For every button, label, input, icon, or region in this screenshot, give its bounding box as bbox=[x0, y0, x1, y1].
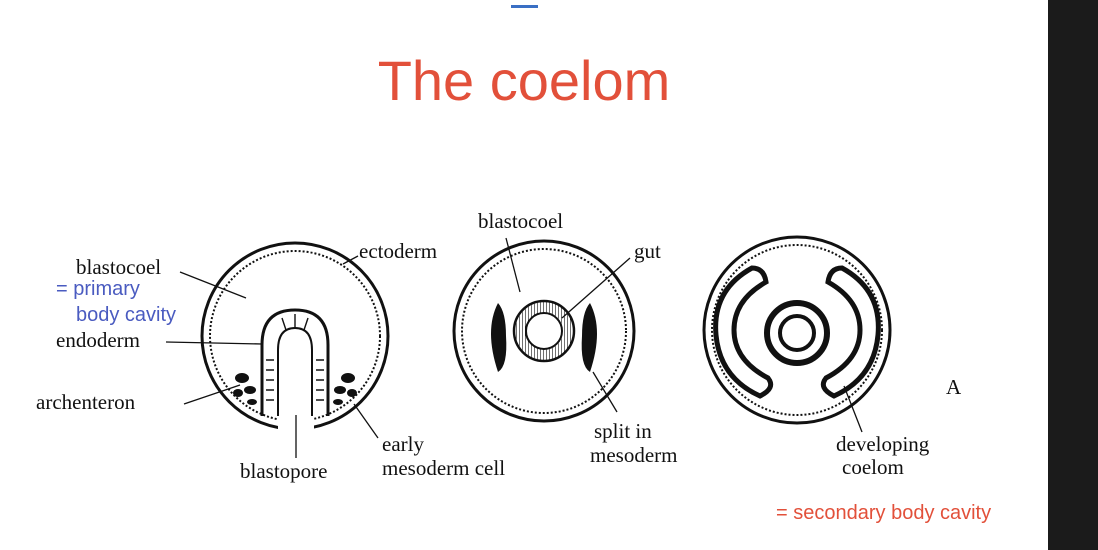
secondary-body-cavity-note: = secondary body cavity bbox=[776, 502, 992, 524]
label-blastocoel-left: blastocoel bbox=[76, 255, 162, 279]
fig3-outer-ring bbox=[702, 235, 892, 425]
fig3-gut-lumen bbox=[778, 314, 816, 352]
gastrula-ectoderm-outer bbox=[200, 241, 390, 431]
label-blastocoel-mid: blastocoel bbox=[478, 209, 564, 233]
early-mesoderm-cells-right bbox=[333, 373, 357, 405]
slide-title: The coelom bbox=[377, 49, 671, 112]
label-gut: gut bbox=[634, 239, 661, 263]
fig2-outer-ring bbox=[452, 239, 636, 423]
split-mesoderm-figure bbox=[452, 237, 636, 423]
fig3-coelom-right bbox=[820, 265, 881, 399]
early-mesoderm-cells-left bbox=[233, 373, 257, 405]
label-archenteron: archenteron bbox=[36, 390, 136, 414]
fig2-mesoderm-right bbox=[581, 303, 597, 372]
label-primary-line2: body cavity bbox=[76, 304, 177, 326]
gastrula-figure bbox=[165, 241, 390, 458]
slide: The coelom bbox=[36, 5, 992, 524]
archenteron-wall-inner bbox=[277, 326, 313, 416]
label-ectoderm: ectoderm bbox=[359, 239, 438, 263]
right-edge-bar bbox=[1048, 0, 1098, 550]
fig2-gut-lumen bbox=[525, 312, 563, 350]
label-early-line1: early bbox=[382, 432, 424, 456]
developing-coelom-figure bbox=[702, 235, 892, 433]
top-accent-dash bbox=[511, 5, 538, 8]
fig2-mesoderm-left bbox=[491, 303, 507, 372]
archenteron-hatching bbox=[266, 314, 324, 401]
label-developing-line2: coelom bbox=[842, 455, 904, 479]
archenteron-wall-outer bbox=[260, 308, 330, 416]
label-primary-line1: = primary bbox=[56, 278, 140, 300]
coelom-diagram bbox=[165, 235, 892, 458]
label-blastopore: blastopore bbox=[240, 459, 328, 483]
label-letter-a: A bbox=[946, 375, 962, 399]
label-split-line2: mesoderm bbox=[590, 443, 678, 467]
label-endoderm: endoderm bbox=[56, 328, 140, 352]
label-split-line1: split in bbox=[594, 419, 652, 443]
label-early-line2: mesoderm cell bbox=[382, 456, 506, 480]
fig3-coelom-left bbox=[713, 265, 774, 399]
label-developing-line1: developing bbox=[836, 432, 930, 456]
